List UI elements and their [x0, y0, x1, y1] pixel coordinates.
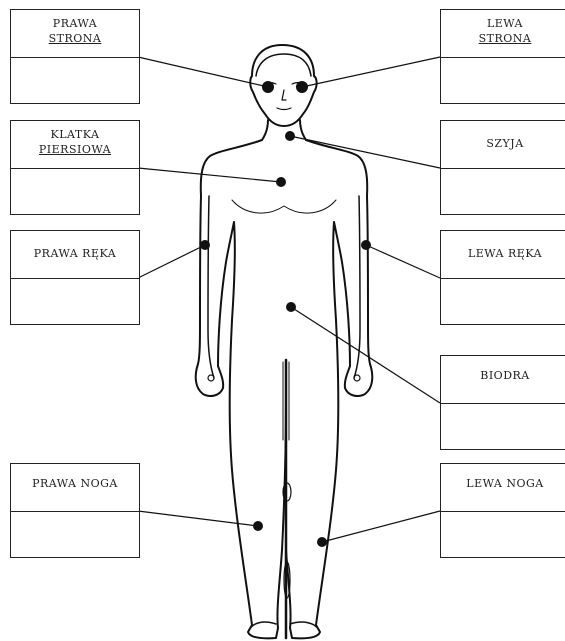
label-box-lewa-reka: LEWA RĘKA [440, 230, 565, 325]
feet-outline [248, 622, 320, 632]
right-arm-inner [208, 196, 214, 378]
label-lewa-strona: LEWA STRONA [441, 10, 565, 58]
leader-prawa-strona [138, 57, 268, 87]
marker-hips [286, 302, 296, 312]
chest-line [232, 200, 336, 213]
label-prawa-noga: PRAWA NOGA [11, 464, 139, 512]
leader-prawa-reka [138, 245, 205, 278]
label-box-prawa-reka: PRAWA RĘKA [10, 230, 140, 325]
left-thumb [354, 375, 360, 381]
label-box-prawa-noga: PRAWA NOGA [10, 463, 140, 558]
label-box-szyja: SZYJA [440, 120, 565, 215]
label-prawa-reka: PRAWA RĘKA [11, 231, 139, 279]
right-thumb [208, 375, 214, 381]
label-box-lewa-strona: LEWA STRONA [440, 9, 565, 104]
hair-outline [256, 54, 311, 76]
leader-lewa-noga [322, 511, 440, 542]
label-box-klatka-piersiowa: KLATKA PIERSIOWA [10, 120, 140, 215]
neck-outline [262, 120, 268, 140]
marker-chest [276, 177, 286, 187]
label-biodra: BIODRA [441, 356, 565, 404]
leader-biodra [291, 307, 440, 403]
leader-lewa-strona [302, 57, 440, 87]
marker-left-eye [296, 81, 308, 93]
label-line-2: PIERSIOWA [11, 142, 139, 158]
label-klatka-piersiowa: KLATKA PIERSIOWA [11, 121, 139, 169]
label-box-prawa-strona: PRAWA STRONA [10, 9, 140, 104]
marker-right-eye [262, 81, 274, 93]
mouth [277, 108, 291, 110]
label-line-2: STRONA [441, 31, 565, 47]
nose [282, 90, 286, 100]
label-prawa-strona: PRAWA STRONA [11, 10, 139, 58]
marker-neck [285, 131, 295, 141]
marker-right-leg [253, 521, 263, 531]
label-box-lewa-noga: LEWA NOGA [440, 463, 565, 558]
marker-left-arm [361, 240, 371, 250]
marker-left-leg [317, 537, 327, 547]
label-box-biodra: BIODRA [440, 355, 565, 450]
leader-szyja [290, 136, 440, 168]
leader-prawa-noga [138, 511, 258, 526]
label-lewa-noga: LEWA NOGA [441, 464, 565, 512]
marker-right-arm [200, 240, 210, 250]
leader-klatka [138, 168, 281, 182]
label-line-2: STRONA [11, 31, 139, 47]
label-szyja: SZYJA [441, 121, 565, 169]
label-lewa-reka: LEWA RĘKA [441, 231, 565, 279]
leader-lewa-reka [366, 245, 440, 278]
neck-outline-left [300, 120, 306, 140]
